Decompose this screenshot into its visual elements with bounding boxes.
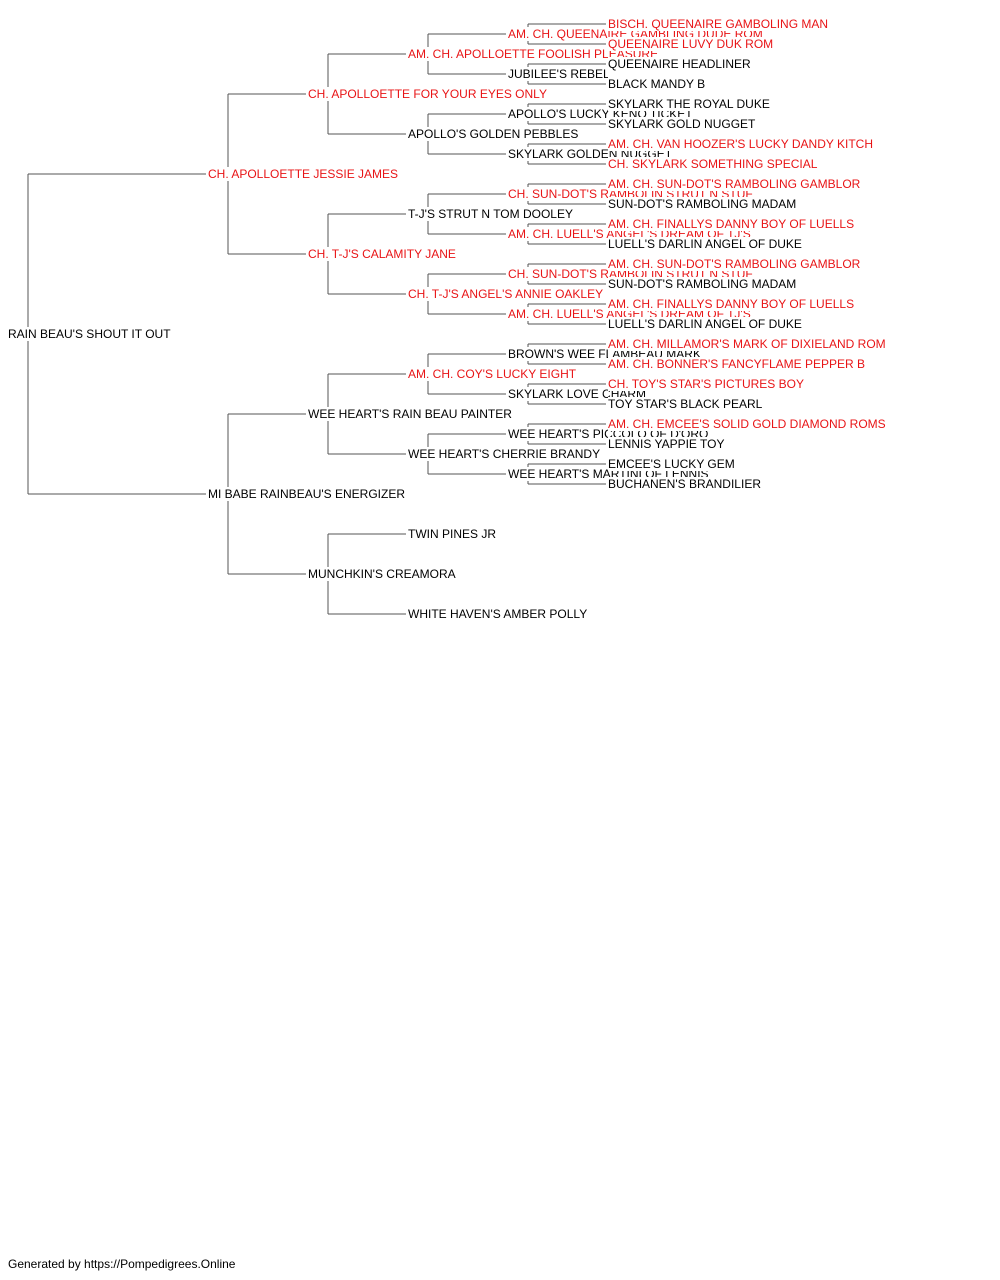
ancestor-name: EMCEE'S LUCKY GEM [608,457,737,471]
ancestor-name: AM. CH. COY'S LUCKY EIGHT [408,367,579,381]
ancestor-name: AM. CH. EMCEE'S SOLID GOLD DIAMOND ROMS [608,417,888,431]
ancestor-name: AM. CH. MILLAMOR'S MARK OF DIXIELAND ROM [608,337,888,351]
ancestor-name: BISCH. QUEENAIRE GAMBOLING MAN [608,17,831,31]
ancestor-name: AM. CH. APOLLOETTE FOOLISH PLEASURE [408,47,661,61]
ancestor-name: AM. CH. SUN-DOT'S RAMBOLING GAMBLOR [608,257,863,271]
ancestor-name: APOLLO'S GOLDEN PEBBLES [408,127,581,141]
ancestor-name: MI BABE RAINBEAU'S ENERGIZER [208,487,407,501]
ancestor-name: AM. CH. BONNER'S FANCYFLAME PEPPER B [608,357,868,371]
ancestor-name: WEE HEART'S CHERRIE BRANDY [408,447,603,461]
generated-by-footer: Generated by https://Pompedigrees.Online [8,1257,236,1271]
ancestor-name: TWIN PINES JR [408,527,499,541]
ancestor-name: LUELL'S DARLIN ANGEL OF DUKE [608,237,804,251]
ancestor-name: SKYLARK THE ROYAL DUKE [608,97,772,111]
ancestor-name: SUN-DOT'S RAMBOLING MADAM [608,277,799,291]
ancestor-name: QUEENAIRE HEADLINER [608,57,753,71]
ancestor-name: QUEENAIRE LUVY DUK ROM [608,37,776,51]
ancestor-name: CH. T-J'S ANGEL'S ANNIE OAKLEY [408,287,606,301]
subject-dog-name: RAIN BEAU'S SHOUT IT OUT [8,327,173,341]
ancestor-name: AM. CH. FINALLYS DANNY BOY OF LUELLS [608,297,857,311]
ancestor-name: T-J'S STRUT N TOM DOOLEY [408,207,575,221]
ancestor-name: CH. APOLLOETTE JESSIE JAMES [208,167,401,181]
ancestor-name: AM. CH. FINALLYS DANNY BOY OF LUELLS [608,217,857,231]
ancestor-name: WHITE HAVEN'S AMBER POLLY [408,607,590,621]
ancestor-name: CH. SKYLARK SOMETHING SPECIAL [608,157,820,171]
ancestor-name: BUCHANEN'S BRANDILIER [608,477,763,491]
ancestor-name: SKYLARK GOLD NUGGET [608,117,758,131]
ancestor-name: AM. CH. SUN-DOT'S RAMBOLING GAMBLOR [608,177,863,191]
ancestor-name: LUELL'S DARLIN ANGEL OF DUKE [608,317,804,331]
ancestor-name: AM. CH. VAN HOOZER'S LUCKY DANDY KITCH [608,137,876,151]
ancestor-name: CH. TOY'S STAR'S PICTURES BOY [608,377,806,391]
ancestor-name: SUN-DOT'S RAMBOLING MADAM [608,197,799,211]
ancestor-name: TOY STAR'S BLACK PEARL [608,397,765,411]
ancestor-name: CH. APOLLOETTE FOR YOUR EYES ONLY [308,87,549,101]
ancestor-name: CH. T-J'S CALAMITY JANE [308,247,458,261]
ancestor-name: BLACK MANDY B [608,77,708,91]
ancestor-name: LENNIS YAPPIE TOY [608,437,727,451]
ancestor-name: WEE HEART'S RAIN BEAU PAINTER [308,407,514,421]
ancestor-name: JUBILEE'S REBEL [508,67,612,81]
ancestor-name: MUNCHKIN'S CREAMORA [308,567,458,581]
